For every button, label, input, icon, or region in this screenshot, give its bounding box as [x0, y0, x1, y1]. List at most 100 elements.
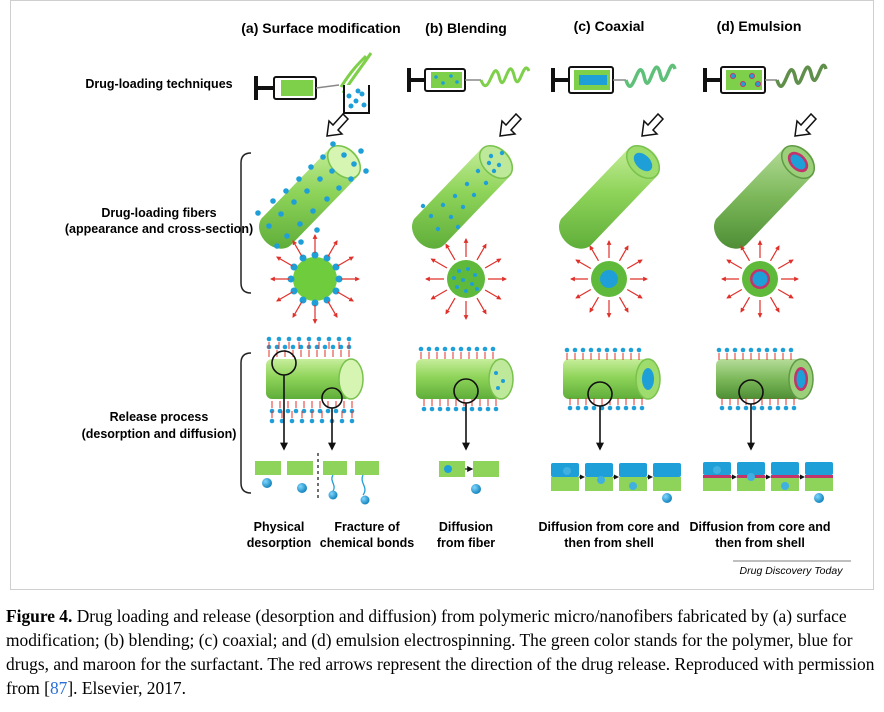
drug-dot-icon: [266, 336, 272, 342]
drug-dot-icon: [317, 408, 323, 414]
label-physical-desorption-2: desorption: [247, 536, 312, 550]
drug-dot-icon: [442, 346, 448, 352]
drug-dot-icon: [269, 418, 275, 424]
drug-dot-icon: [330, 344, 336, 350]
drug-dot-icon: [572, 347, 578, 353]
drug-dot-icon: [791, 405, 797, 411]
drug-dot-icon: [493, 406, 499, 412]
core-segment: [585, 463, 613, 477]
release-arrow-icon: [445, 297, 456, 315]
label-coaxial-2: then from shell: [564, 536, 654, 550]
drug-dot-icon: [298, 344, 304, 350]
fiber-emulsion: [713, 144, 816, 249]
panel-title-a: (a) Surface modification: [241, 20, 400, 36]
drug-dot-icon: [325, 408, 331, 414]
drug-dot-icon: [756, 347, 762, 353]
drug-dot-icon: [772, 347, 778, 353]
figure: (a) Surface modification (b) Blending (c…: [10, 0, 874, 590]
drug-dot-icon: [580, 347, 586, 353]
drug-dot-icon: [296, 336, 302, 342]
core-segment: [653, 463, 681, 477]
drug-dot-icon: [764, 347, 770, 353]
cross-section-d: [742, 261, 778, 297]
release-arrow-icon: [589, 296, 600, 313]
figure-caption: Figure 4. Drug loading and release (deso…: [6, 604, 878, 700]
shell-segment: [551, 477, 579, 491]
drug-dot-icon: [338, 344, 344, 350]
drug-dot-icon: [563, 467, 571, 475]
fiber-surface-modified: [255, 141, 369, 249]
drug-dot-icon: [759, 405, 765, 411]
drug-dot-icon: [301, 408, 307, 414]
release-arrow-icon: [484, 258, 502, 269]
shell-segment: [805, 478, 833, 491]
drug-dot-icon: [636, 347, 642, 353]
source-credit: Drug Discovery Today: [740, 565, 844, 577]
drug-dot-icon: [628, 347, 634, 353]
release-arrow-icon: [445, 243, 456, 261]
drug-dot-icon: [748, 347, 754, 353]
release-arrow-icon: [575, 288, 592, 299]
surfactant-layer: [703, 475, 731, 478]
release-fiber-d: [716, 358, 814, 400]
drug-dot-icon: [322, 344, 328, 350]
drug-dot-icon: [740, 347, 746, 353]
release-arrow-icon: [430, 289, 448, 300]
detail-diffusion-fiber: [439, 461, 499, 494]
release-arrow-icon: [430, 258, 448, 269]
caption-reference-link[interactable]: 87: [49, 678, 68, 698]
hollow-arrow: [326, 112, 818, 137]
release-fiber-b: [416, 358, 514, 400]
fiber-icon: [775, 63, 828, 88]
release-arrow-icon: [777, 288, 794, 299]
syringe-icon: [254, 76, 340, 100]
drug-dot-icon: [466, 346, 472, 352]
row-label-release-sub: (desorption and diffusion): [82, 427, 237, 441]
drug-dot-icon: [309, 418, 315, 424]
drug-dot-icon: [349, 418, 355, 424]
detail-emulsion-diffusion: [703, 462, 833, 503]
release-arrow-icon: [292, 240, 303, 257]
drug-dot-icon: [429, 406, 435, 412]
syringe-icon: [551, 66, 626, 94]
release-arrow-icon: [626, 259, 643, 270]
drug-dot-icon: [599, 405, 605, 411]
drug-dot-icon: [767, 405, 773, 411]
fiber-icon: [624, 63, 677, 88]
detail-bond-fracture: [323, 461, 379, 505]
shell-segment: [703, 478, 731, 491]
drug-dot-icon: [293, 408, 299, 414]
label-emulsion: Diffusion from core and: [690, 520, 831, 534]
release-arrow-icon: [337, 291, 354, 302]
panel-title-c: (c) Coaxial: [574, 18, 645, 34]
drug-dot-icon: [336, 336, 342, 342]
drug-dot-icon: [319, 418, 325, 424]
caption-tail: ]. Elsevier, 2017.: [67, 678, 186, 698]
release-arrow-icon: [726, 259, 743, 270]
drug-dot-icon: [629, 482, 637, 490]
drug-dot-icon: [426, 346, 432, 352]
drug-dot-icon: [314, 344, 320, 350]
core-segment: [619, 463, 647, 477]
drug-dot-icon: [458, 346, 464, 352]
release-arrow-icon: [626, 288, 643, 299]
row-label-release: Release process: [110, 410, 209, 424]
label-fracture-2: chemical bonds: [320, 536, 415, 550]
drug-dot-icon: [623, 405, 629, 411]
drug-dot-icon: [735, 405, 741, 411]
detail-coaxial-diffusion: [551, 463, 681, 503]
drug-dot-icon: [474, 346, 480, 352]
release-arrow-icon: [476, 243, 487, 261]
drug-dot-icon: [276, 336, 282, 342]
core-segment: [737, 462, 765, 475]
drug-dot-icon: [453, 406, 459, 412]
drug-dot-icon: [727, 405, 733, 411]
drug-dot-icon: [564, 347, 570, 353]
drug-dot-icon: [814, 493, 824, 503]
release-arrow-icon: [484, 289, 502, 300]
drug-dot-icon: [490, 346, 496, 352]
label-fracture: Fracture of: [334, 520, 400, 534]
drug-dot-icon: [783, 405, 789, 411]
shell-segment: [653, 477, 681, 491]
release-arrow-icon: [618, 245, 629, 262]
